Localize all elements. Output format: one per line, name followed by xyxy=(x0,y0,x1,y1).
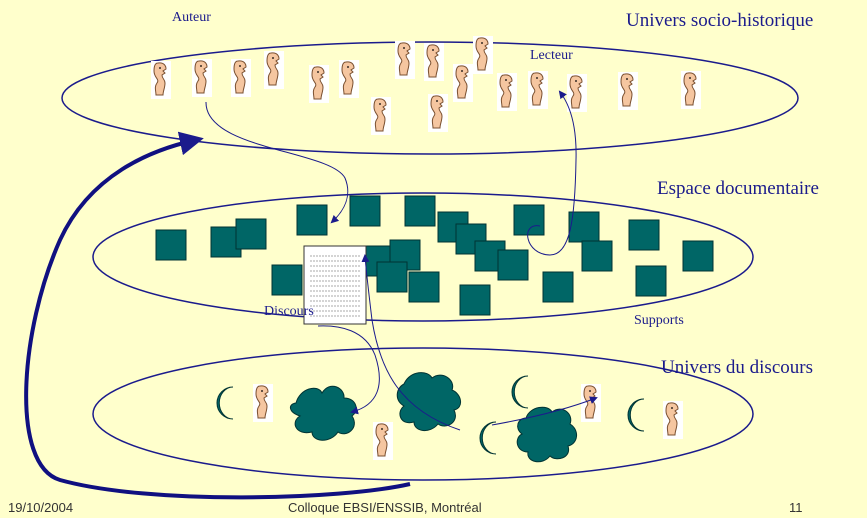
person-figure xyxy=(339,60,359,98)
document-square xyxy=(628,219,660,251)
person-figure xyxy=(371,97,391,135)
person-figure xyxy=(309,65,329,103)
document-square xyxy=(408,271,440,303)
people-figures xyxy=(151,36,701,460)
document-square xyxy=(296,204,328,236)
person-figure xyxy=(681,71,701,109)
document-square xyxy=(581,240,613,272)
document-square xyxy=(349,195,381,227)
person-figure xyxy=(663,401,683,439)
label-espace-documentaire: Espace documentaire xyxy=(657,178,819,199)
label-supports: Supports xyxy=(634,313,684,328)
feedback-arrow xyxy=(24,131,411,500)
moon-shapes xyxy=(216,375,645,455)
arrow-espace-to-lecteur xyxy=(527,90,577,256)
document-square xyxy=(155,229,187,261)
label-univers-du-discours: Univers du discours xyxy=(661,357,813,378)
arrow-blob-to-discours xyxy=(361,254,461,431)
person-figure xyxy=(567,74,587,112)
person-figure xyxy=(528,71,548,109)
person-figure xyxy=(581,384,601,422)
arrow-discours-to-blob xyxy=(317,325,380,415)
document-square xyxy=(459,284,491,316)
blob-shape xyxy=(396,372,461,431)
document-squares xyxy=(155,195,714,316)
person-figure xyxy=(497,73,517,111)
discours-page xyxy=(303,245,367,325)
document-square xyxy=(271,264,303,296)
ellipse-univers-discours xyxy=(92,347,754,481)
document-square xyxy=(497,249,529,281)
ellipse-univers-socio xyxy=(61,41,799,155)
arrow-auteur-to-espace xyxy=(205,101,349,224)
person-figure xyxy=(192,59,212,97)
person-figure xyxy=(424,43,444,81)
document-square xyxy=(635,265,667,297)
label-auteur: Auteur xyxy=(172,10,211,25)
document-square xyxy=(542,271,574,303)
person-figure xyxy=(231,59,251,97)
person-figure xyxy=(473,36,493,74)
moon-shape xyxy=(627,398,645,432)
arrow-to-lecteur-discours xyxy=(491,396,598,426)
document-square xyxy=(376,261,408,293)
label-lecteur: Lecteur xyxy=(530,48,573,63)
footer-date: 19/10/2004 xyxy=(8,500,74,515)
document-square xyxy=(235,218,267,250)
person-figure xyxy=(428,94,448,132)
person-figure xyxy=(264,51,284,89)
person-figure xyxy=(453,64,473,102)
moon-shape xyxy=(479,421,497,455)
person-figure xyxy=(151,61,171,99)
footer-event: Colloque EBSI/ENSSIB, Montréal xyxy=(288,500,482,515)
person-figure xyxy=(253,384,273,422)
label-univers-socio-historique: Univers socio-historique xyxy=(626,10,814,31)
document-square xyxy=(568,211,600,243)
label-discours: Discours xyxy=(264,304,314,319)
moon-shape xyxy=(216,386,234,420)
moon-shape xyxy=(511,375,529,409)
blob-shape xyxy=(290,385,357,441)
ellipse-espace-doc xyxy=(92,192,754,322)
person-figure xyxy=(395,41,415,79)
document-square xyxy=(682,240,714,272)
blob-shape xyxy=(516,406,577,463)
footer-page-number: 11 xyxy=(789,500,803,515)
person-figure xyxy=(618,72,638,110)
document-square xyxy=(404,195,436,227)
person-figure xyxy=(373,422,393,460)
